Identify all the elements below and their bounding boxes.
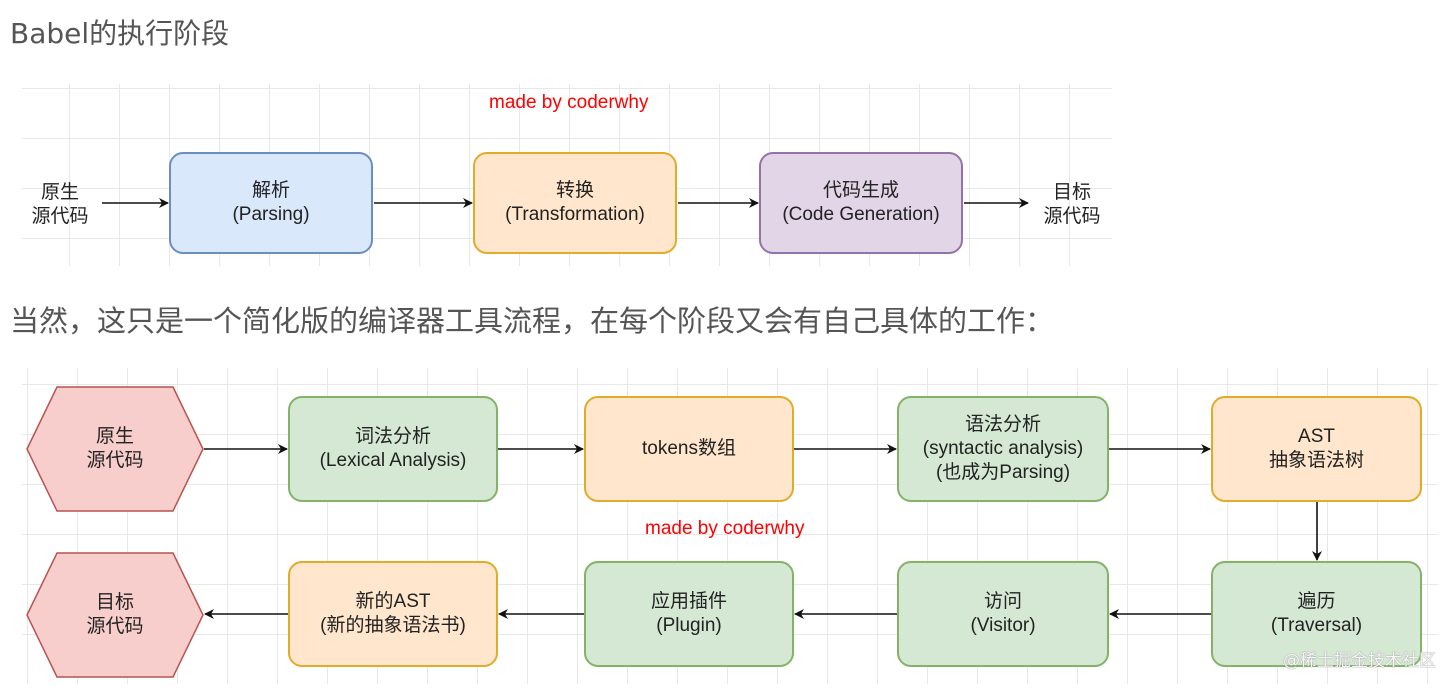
d2-node-syntactic-analysis: 语法分析(syntactic analysis)(也成为Parsing) xyxy=(897,396,1109,502)
d2-node-traversal: 遍历(Traversal) xyxy=(1211,561,1422,667)
site-watermark: @稀土掘金技术社区 xyxy=(1283,651,1436,671)
d2-node-visitor: 访问(Visitor) xyxy=(897,561,1109,667)
d1-node-parsing: 解析(Parsing) xyxy=(169,152,373,254)
d1-node-code-generation: 代码生成(Code Generation) xyxy=(759,152,963,254)
d2-node-tokens: tokens数组 xyxy=(584,396,794,502)
d1-node-transformation: 转换(Transformation) xyxy=(473,152,677,254)
intro-paragraph: 当然，这只是一个简化版的编译器工具流程，在每个阶段又会有自己具体的工作： xyxy=(10,304,1055,338)
d2-node-new-ast: 新的AST(新的抽象语法书) xyxy=(288,561,498,667)
d2-start-label: 原生源代码 xyxy=(86,426,144,471)
d2-node-lexical-analysis: 词法分析(Lexical Analysis) xyxy=(288,396,498,502)
diagram2-watermark: made by coderwhy xyxy=(645,518,805,539)
section-heading: Babel的执行阶段 xyxy=(10,17,230,50)
d2-start-hexagon xyxy=(26,386,204,512)
d2-end-label: 目标源代码 xyxy=(86,592,144,637)
d2-end-hexagon xyxy=(26,552,204,678)
d2-node-plugin: 应用插件(Plugin) xyxy=(584,561,794,667)
diagram1-watermark: made by coderwhy xyxy=(489,92,649,113)
d1-start-label: 原生 源代码 xyxy=(31,182,89,227)
d1-end-label: 目标 源代码 xyxy=(1043,182,1101,227)
